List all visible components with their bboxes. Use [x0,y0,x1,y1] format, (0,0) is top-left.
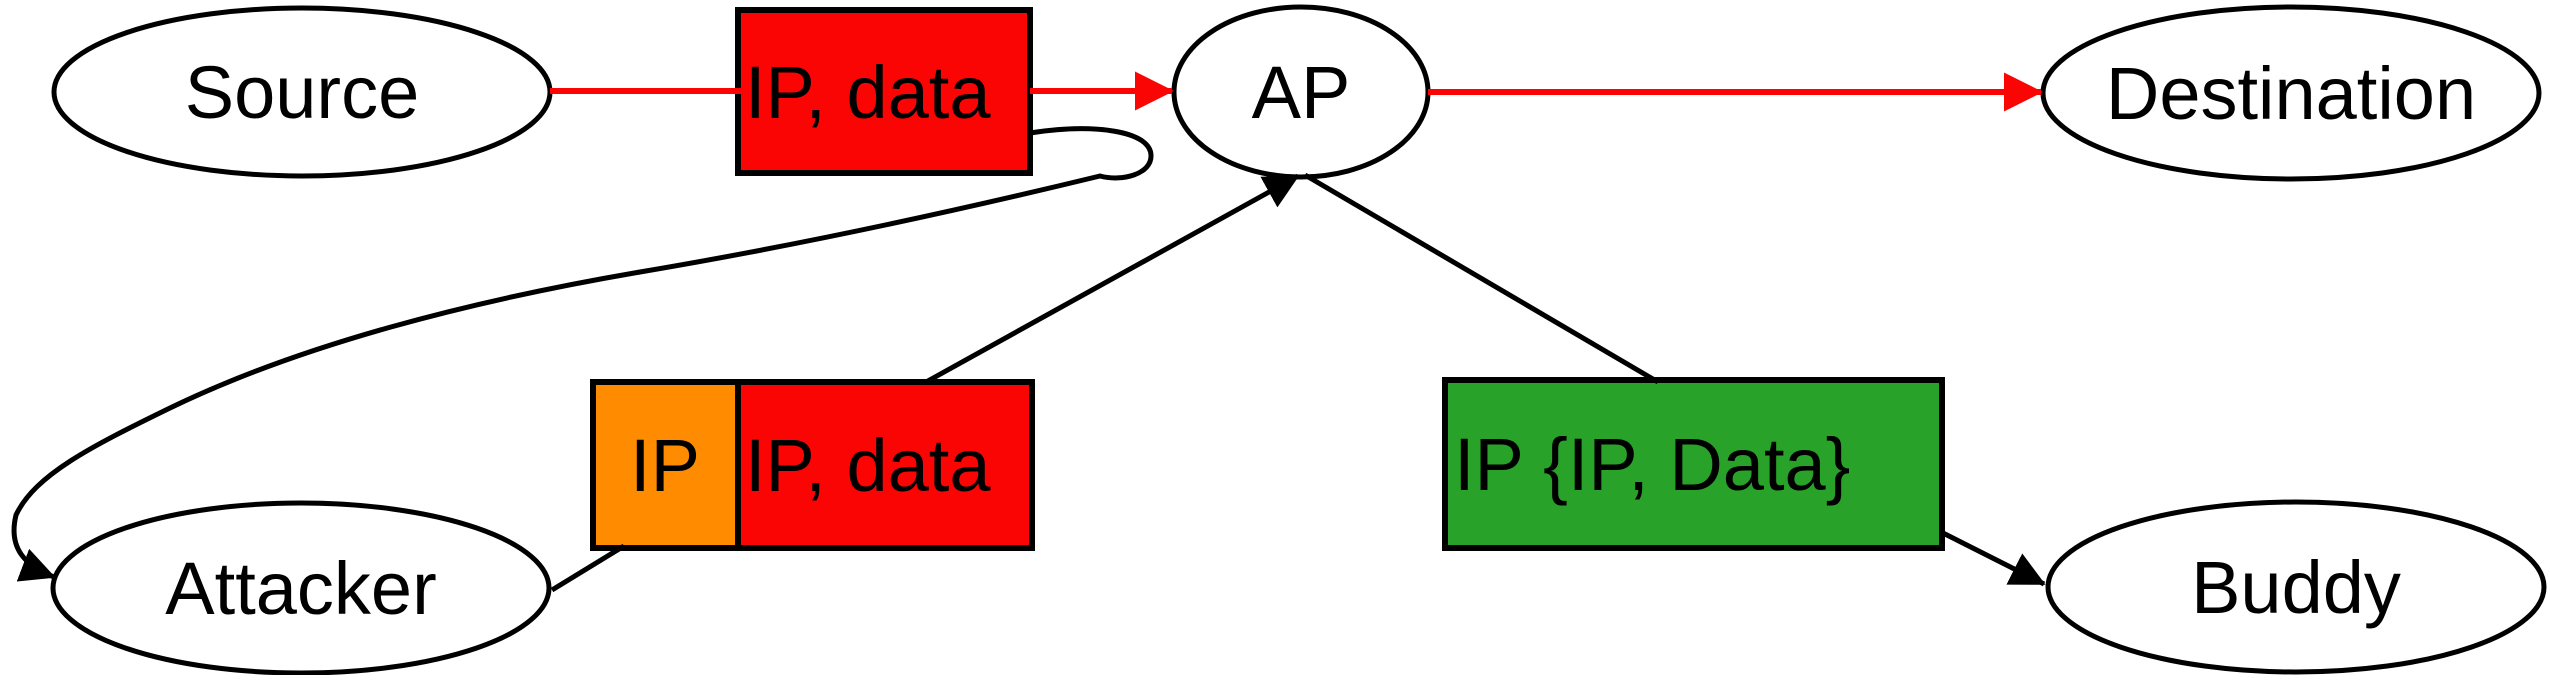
packet-encapsulated-label: IP {IP, Data} [1454,423,1850,506]
edge-ap-to-encapsulated-packet [1303,172,1660,385]
packet-replay-ip-header-label: IP [630,424,700,507]
node-attacker [50,500,552,676]
edge-replay-packet-to-ap [924,173,1300,385]
node-buddy-label: Buddy [2191,546,2401,629]
edge-attacker-to-replay-packet [550,543,626,593]
edge-encapsulated-packet-to-buddy [1941,530,2046,587]
node-destination-label: Destination [2106,52,2476,135]
packet-encapsulated-box [1442,377,1945,551]
edge-overhear-curve-to-attacker [11,126,1154,582]
packet-replay-payload-box [735,379,1035,551]
packet-replay-ip-header-box [590,379,741,551]
node-buddy [2045,499,2547,675]
node-destination [2040,4,2542,182]
node-attacker-label: Attacker [165,547,436,630]
packet-replay-payload-label: IP, data [745,424,991,507]
node-ap-label: AP [1252,51,1351,134]
node-source-label: Source [185,51,419,134]
packet-original-label: IP, data [745,51,991,134]
